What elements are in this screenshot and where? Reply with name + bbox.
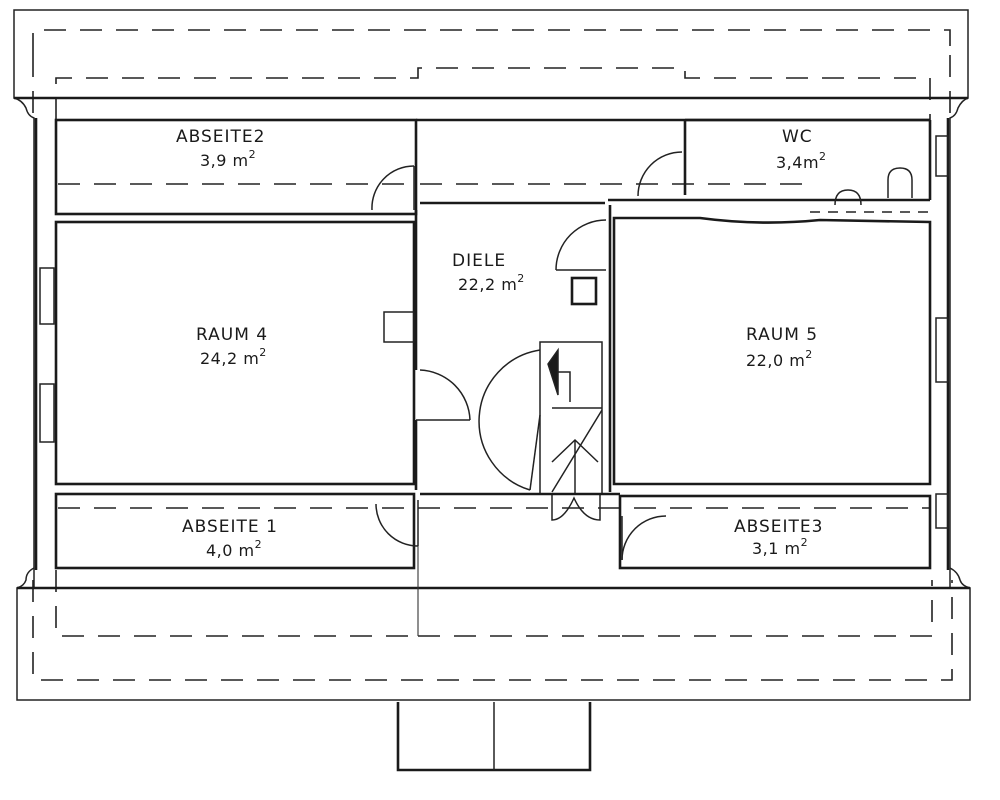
svg-text:24,2 m2: 24,2 m2 (200, 346, 267, 368)
room-label-abseite1: ABSEITE 1 4,0 m2 (182, 517, 278, 560)
svg-text:WC: WC (782, 127, 813, 147)
room-abseite2-walls (54, 118, 418, 216)
svg-text:3,9 m2: 3,9 m2 (200, 148, 256, 170)
svg-text:ABSEITE2: ABSEITE2 (176, 127, 265, 147)
svg-text:22,0 m2: 22,0 m2 (746, 348, 813, 370)
roof-overhang-top (13, 9, 969, 120)
svg-text:3,4m2: 3,4m2 (776, 150, 827, 172)
svg-text:RAUM 4: RAUM 4 (196, 325, 268, 345)
room-label-raum4: RAUM 4 24,2 m2 (196, 325, 268, 368)
room-label-wc: WC 3,4m2 (776, 127, 827, 172)
eave-details (13, 97, 971, 589)
room-abseite1-walls (54, 492, 930, 636)
room-wc-walls (608, 118, 949, 213)
svg-text:DIELE: DIELE (452, 251, 506, 271)
roof-overhang-bottom (16, 570, 971, 701)
svg-text:22,2 m2: 22,2 m2 (458, 272, 525, 294)
svg-text:4,0 m2: 4,0 m2 (206, 538, 262, 560)
exterior-walls (14, 96, 970, 590)
room-abseite3-walls (420, 492, 949, 570)
svg-text:3,1 m2: 3,1 m2 (752, 536, 808, 558)
room-label-abseite3: ABSEITE3 3,1 m2 (734, 517, 823, 558)
svg-text:ABSEITE3: ABSEITE3 (734, 517, 823, 537)
balcony (396, 702, 592, 772)
room-label-raum5: RAUM 5 22,0 m2 (746, 325, 818, 370)
room-label-diele: DIELE 22,2 m2 (452, 251, 525, 294)
room-raum5-walls (612, 216, 949, 486)
room-label-abseite2: ABSEITE2 3,9 m2 (176, 127, 265, 170)
room-raum4-walls (39, 210, 471, 490)
svg-text:RAUM 5: RAUM 5 (746, 325, 818, 345)
svg-text:ABSEITE 1: ABSEITE 1 (182, 517, 278, 537)
